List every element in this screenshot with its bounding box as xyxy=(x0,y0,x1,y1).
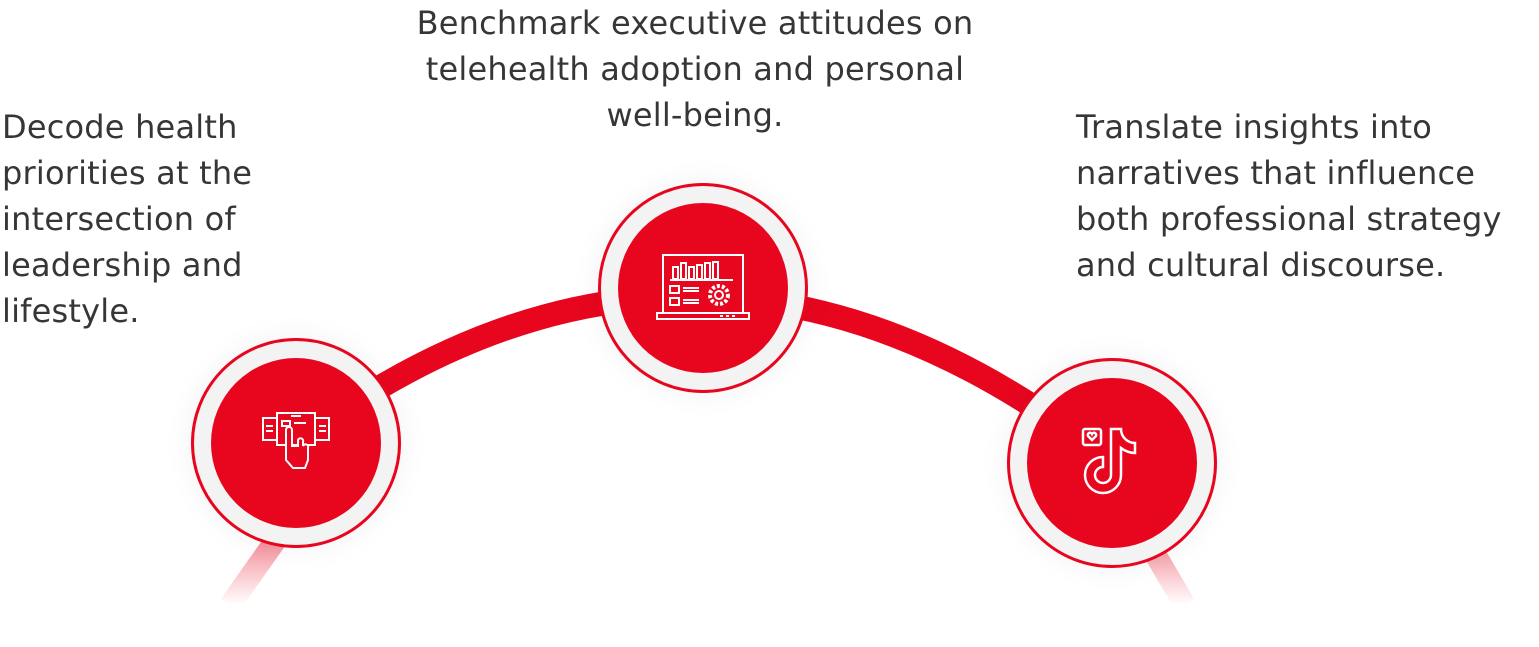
step-2-text: Benchmark executive attitudes on telehea… xyxy=(416,4,974,134)
step-3-node xyxy=(1007,358,1217,568)
laptop-analytics-icon xyxy=(656,254,750,320)
touch-screen-icon xyxy=(262,412,330,469)
step-2-node xyxy=(598,183,808,393)
step-1-node xyxy=(191,338,401,548)
step-3-text: Translate insights into narratives that … xyxy=(1076,108,1502,284)
tiktok-icon xyxy=(1081,427,1137,495)
step-1-text: Decode health priorities at the intersec… xyxy=(2,108,253,330)
